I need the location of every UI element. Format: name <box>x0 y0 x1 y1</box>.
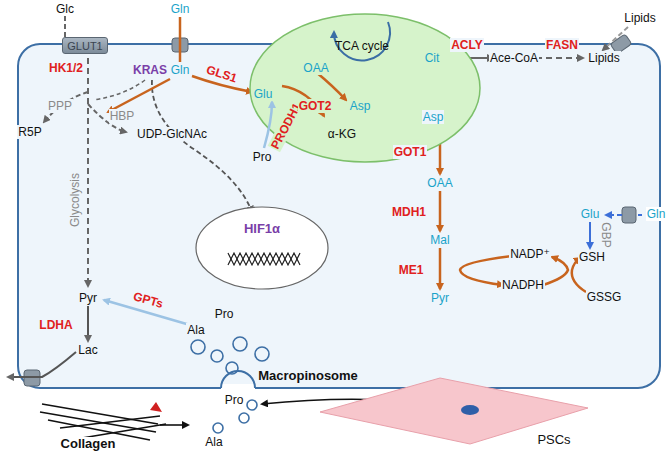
metabolite-label: Gln <box>646 207 667 221</box>
metabolite-label: Gln <box>170 2 191 16</box>
metabolite-label: Ala <box>186 323 205 337</box>
nucleus: HIF1α <box>194 205 330 291</box>
enzyme-label: LDHA <box>38 318 73 332</box>
metabolite-label: Pyr <box>430 291 450 305</box>
metabolite-label: GSSG <box>586 290 623 304</box>
metabolite-label: GBP <box>599 221 613 248</box>
metabolite-label: Ace-CoA <box>489 51 539 65</box>
metabolite-label: Glu <box>580 207 601 221</box>
metabolite-label: R5P <box>17 125 42 139</box>
metabolite-label: α-KG <box>327 127 357 141</box>
transporter-box: GLUT1 <box>62 37 107 54</box>
enzyme-label: ACLY <box>450 38 484 52</box>
membrane-gap <box>221 384 255 392</box>
node-label: HIF1α <box>244 222 280 236</box>
metabolite-label: Ala <box>204 435 223 449</box>
protease-cut <box>150 402 162 412</box>
metabolite-label: Glycolysis <box>68 172 82 228</box>
node-label: PSCs <box>537 433 570 447</box>
metabolite-label: HBP <box>109 109 136 123</box>
enzyme-label: FASN <box>545 38 579 52</box>
metabolite-label: Cit <box>424 51 441 65</box>
enzyme-label: GOT1 <box>393 145 428 159</box>
metabolite-label: Pro <box>252 150 273 164</box>
stellate-cell: PSCs <box>318 372 592 450</box>
metabolite-label: PPP <box>47 99 73 113</box>
node-label: GLUT1 <box>67 39 102 53</box>
metabolite-label: Pro <box>214 307 235 321</box>
metabolite-label: Lac <box>77 343 98 357</box>
metabolite-label: NADPH <box>501 278 545 292</box>
metabolite-label: Macropinosome <box>257 369 359 383</box>
enzyme-label: GOT2 <box>298 99 333 113</box>
enzyme-label: MDH1 <box>391 205 427 219</box>
enzyme-label: HK1/2 <box>48 61 84 75</box>
metabolite-label: Asp <box>349 99 372 113</box>
metabolite-label: NADP⁺ <box>509 247 551 261</box>
metabolite-label: UDP-GlcNAc <box>136 127 208 141</box>
nucleus-shape <box>194 205 330 291</box>
metabolite-label: Pyr <box>78 291 98 305</box>
collagen-fibres <box>40 404 166 440</box>
metabolite-label: Asp <box>422 110 445 124</box>
metabolite-label: KRAS <box>132 63 168 77</box>
metabolite-label: Glu <box>253 87 274 101</box>
enzyme-label: ME1 <box>398 263 425 277</box>
metabolite-label: OAA <box>302 61 329 75</box>
node-label: TCA cycle <box>335 39 389 53</box>
metabolite-label: GSH <box>578 250 606 264</box>
metabolite-label: Gln <box>170 63 191 77</box>
metabolite-label: Lipids <box>587 51 620 65</box>
metabolite-label: Collagen <box>60 437 117 451</box>
macropinosome-cup <box>221 371 255 388</box>
metabolite-label: Lipids <box>623 11 656 25</box>
metabolite-label: Glc <box>55 2 75 16</box>
metabolite-label: OAA <box>426 176 453 190</box>
metabolite-label: Mal <box>429 233 450 247</box>
metabolite-label: Pro <box>224 393 245 407</box>
